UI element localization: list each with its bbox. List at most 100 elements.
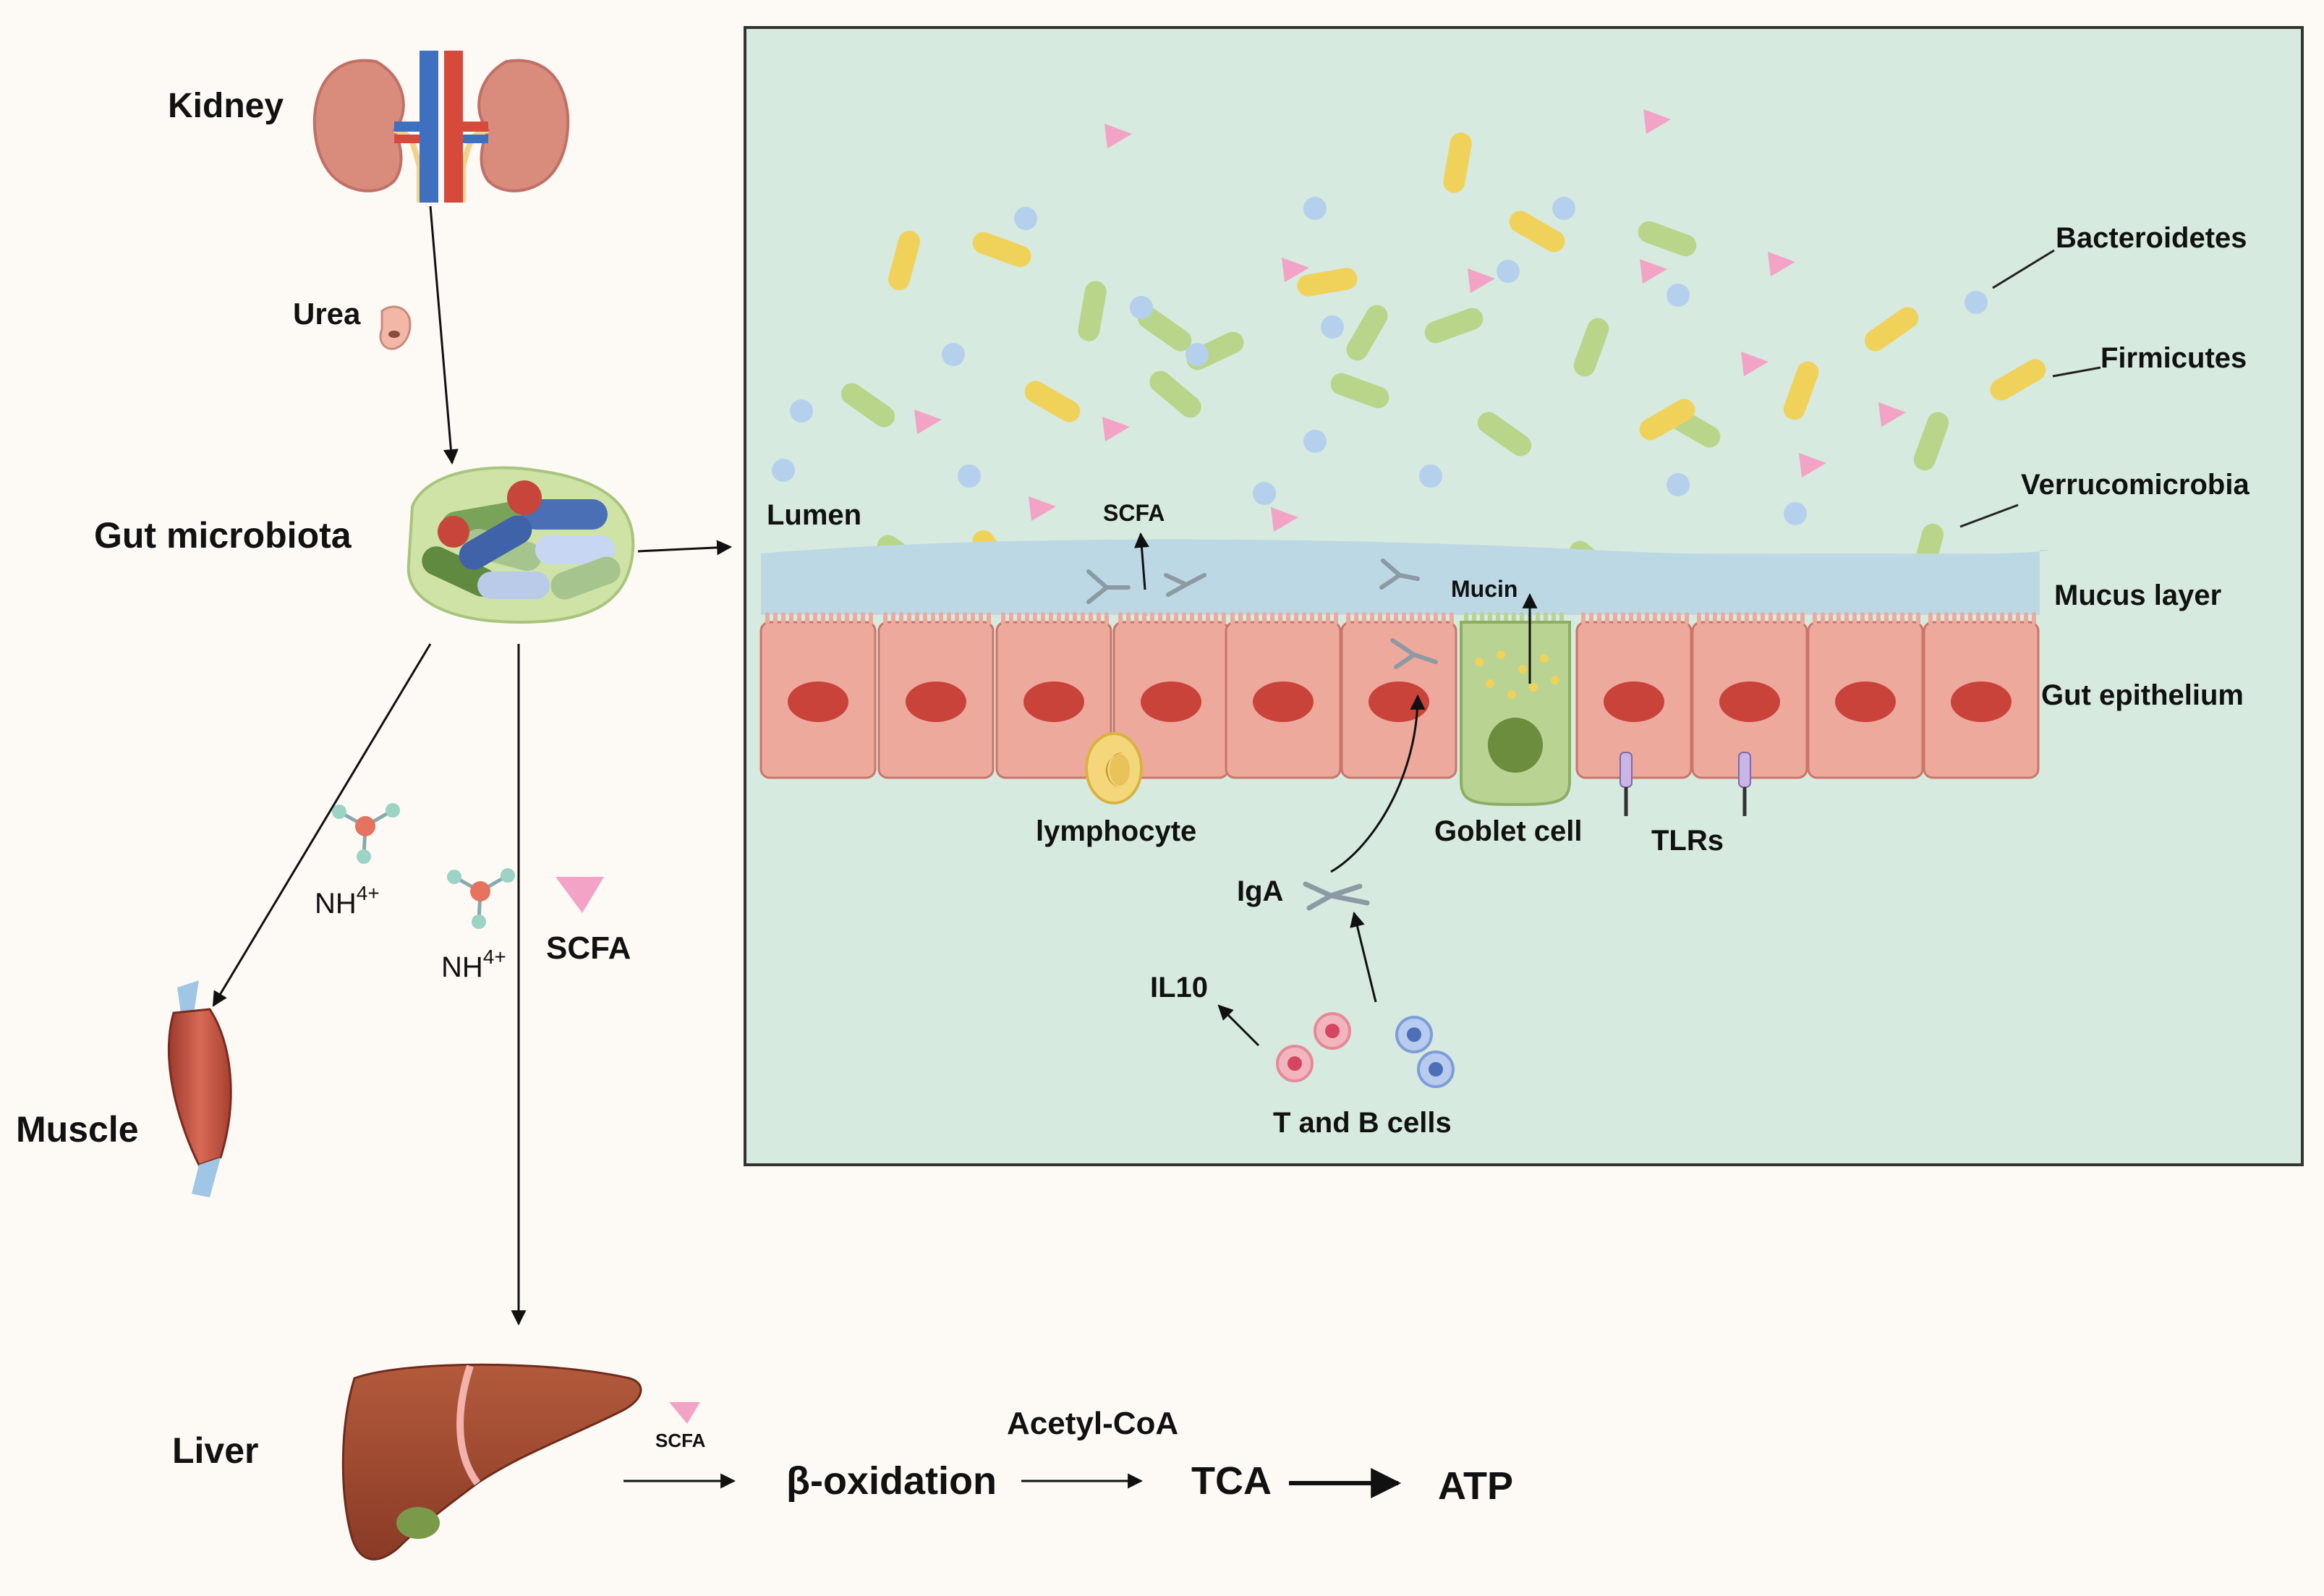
microvillus <box>1073 612 1077 625</box>
microvillus <box>1597 612 1601 625</box>
ammonium-molecule-icon <box>447 868 515 929</box>
microvillus <box>1753 612 1757 625</box>
microvillus <box>1876 612 1881 625</box>
bacterium-rod-icon <box>1913 412 1949 471</box>
scfa-particle-icon <box>1102 417 1130 441</box>
microvillus <box>773 612 778 625</box>
microvillus <box>1354 612 1358 625</box>
mucin-label: Mucin <box>1451 576 1518 602</box>
bacteroidetes-cell-icon <box>1667 284 1690 307</box>
microvillus <box>1386 612 1390 625</box>
microvillus <box>1589 612 1593 625</box>
microvillus <box>1065 612 1069 625</box>
microvillus <box>1900 612 1904 625</box>
firmicutes-rod-icon <box>1639 399 1695 441</box>
nh4-superscript-b: 4+ <box>483 946 506 968</box>
muscle-illustration <box>168 980 232 1197</box>
microvillus <box>1238 612 1243 625</box>
firmicutes-leader <box>2052 366 2101 378</box>
nh4-superscript-a: 4+ <box>357 882 380 904</box>
microvillus <box>1768 612 1773 625</box>
bacterium-rod-icon <box>840 383 895 428</box>
microvillus <box>1434 612 1438 625</box>
microvillus <box>1041 612 1045 625</box>
bacterium-rod-icon <box>1297 268 1358 297</box>
microvillus <box>1928 612 1933 625</box>
cell-nucleus <box>1253 682 1314 722</box>
scfa-particle-icon <box>914 409 942 434</box>
bacterium-rod-icon <box>1346 305 1388 361</box>
scfa-particle-icon <box>1643 109 1671 134</box>
bacterium-rod-icon <box>1024 381 1081 423</box>
microvillus <box>2032 612 2036 625</box>
microvillus <box>1230 612 1235 625</box>
liver-illustration <box>341 1363 642 1561</box>
microvillus <box>2024 612 2028 625</box>
microvillus <box>1629 612 1633 625</box>
microvillus <box>1713 612 1717 625</box>
microvillus <box>1278 612 1282 625</box>
microvillus <box>907 612 911 625</box>
microvillus <box>891 612 895 625</box>
bacterium-rod-icon <box>1783 361 1819 420</box>
microvillus <box>1645 612 1649 625</box>
bacteroidetes-cell-icon <box>1303 197 1327 220</box>
microvillus <box>1960 612 1965 625</box>
microvillus <box>869 612 873 625</box>
microvillus <box>1613 612 1617 625</box>
microvillus <box>805 612 809 625</box>
microvillus <box>797 612 801 625</box>
bacterium-rod-icon <box>1149 370 1201 418</box>
microvillus <box>1868 612 1873 625</box>
arrow-cells-to-iga <box>1350 911 1377 1003</box>
microvillus <box>1126 612 1131 625</box>
verrucomicrobia-label: Verrucomicrobia <box>2021 469 2249 501</box>
acetyl-coa-label: Acetyl-CoA <box>1007 1406 1178 1441</box>
microvillus <box>1166 612 1170 625</box>
microvillus <box>1057 612 1061 625</box>
microvillus <box>1852 612 1857 625</box>
cell-nucleus <box>1369 682 1429 722</box>
iga-antibody-icon <box>1303 881 1370 911</box>
microvillus <box>1442 612 1446 625</box>
tlr-receptor-icon <box>1738 752 1751 816</box>
microvillus <box>1294 612 1298 625</box>
microvillus <box>1134 612 1138 625</box>
microvillus <box>1370 612 1374 625</box>
microvillus <box>987 612 991 625</box>
microvillus <box>1697 612 1701 625</box>
kidney-illustration <box>312 51 570 203</box>
microvillus <box>1326 612 1330 625</box>
beta-oxidation-label: β-oxidation <box>786 1459 997 1503</box>
microvillus <box>1721 612 1725 625</box>
microvillus <box>2016 612 2020 625</box>
microvillus <box>853 612 857 625</box>
scfa-triangle-icon <box>556 877 604 913</box>
atp-label: ATP <box>1438 1464 1513 1508</box>
bacteroidetes-cell-icon <box>1965 291 1988 314</box>
microvillus <box>1669 612 1673 625</box>
gut-microbiota-illustration <box>407 466 635 624</box>
microvillus <box>1745 612 1749 625</box>
microvillus <box>1976 612 1980 625</box>
arrow-cells-to-il10 <box>1217 1004 1260 1047</box>
lymphocyte-label: lymphocyte <box>1036 815 1196 847</box>
goblet-cell-label: Goblet cell <box>1434 815 1583 847</box>
microvillus <box>1033 612 1037 625</box>
microvillus <box>1605 612 1609 625</box>
microvillus <box>1581 612 1585 625</box>
svg-text:NH4+: NH4+ <box>441 946 506 983</box>
microvillus <box>1097 612 1101 625</box>
bacteroidetes-cell-icon <box>1667 473 1690 496</box>
microvillus <box>1104 612 1109 625</box>
microvillus <box>899 612 903 625</box>
microvillus <box>1346 612 1350 625</box>
cell-nucleus <box>1951 682 2012 722</box>
microvillus <box>1936 612 1941 625</box>
b-cell-icon <box>1417 1050 1455 1088</box>
cell-nucleus <box>788 682 848 722</box>
bacterium-rod-icon <box>1443 132 1472 193</box>
scfa-particle-icon <box>1799 453 1826 477</box>
muscle-label: Muscle <box>16 1109 139 1150</box>
microvillus <box>781 612 786 625</box>
